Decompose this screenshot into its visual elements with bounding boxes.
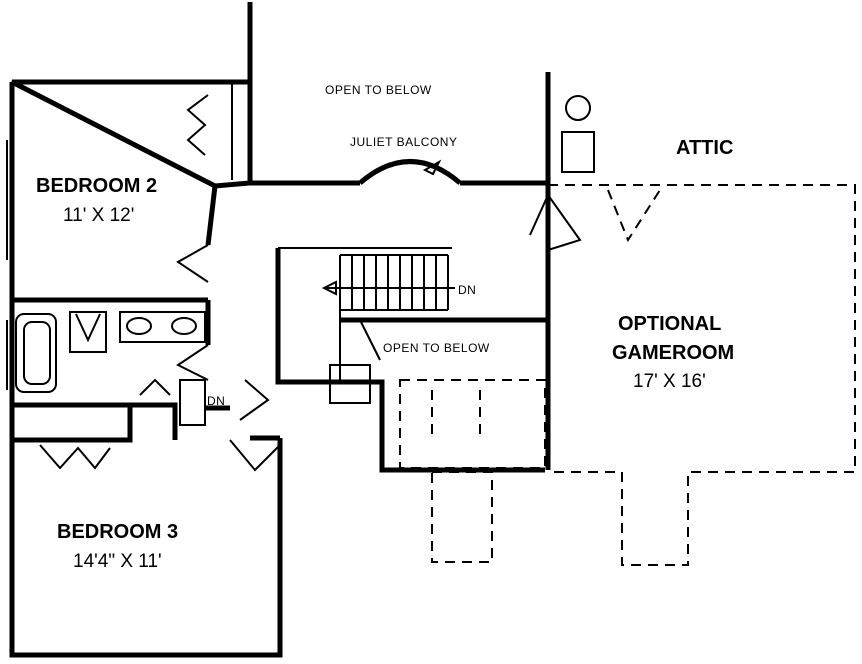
gameroom-name-line1: OPTIONAL: [618, 313, 722, 335]
attic-label: ATTIC: [676, 137, 734, 159]
gameroom-dims: 17' X 16': [633, 371, 706, 392]
bedroom-2-dims: 11' X 12': [63, 205, 135, 226]
bedroom-3-dims: 14'4" X 11': [73, 551, 162, 572]
juliet-balcony: [358, 159, 462, 185]
dashed-areas: [399, 184, 856, 566]
stair-area: [275, 192, 582, 473]
gameroom-name-line2: GAMEROOM: [612, 342, 735, 364]
juliet-balcony-label: JULIET BALCONY: [350, 135, 458, 149]
stair-dn-label: DN: [458, 283, 477, 297]
bedroom-2-walls: [6, 84, 233, 303]
small-stair-dn-label: DN: [207, 394, 226, 408]
open-to-below-stair-label: OPEN TO BELOW: [383, 341, 490, 355]
bedroom-2-name: BEDROOM 2: [36, 175, 158, 197]
bath-fixtures: [6, 300, 211, 443]
attic-symbols: [561, 95, 595, 173]
open-to-below-top-label: OPEN TO BELOW: [325, 83, 432, 97]
bedroom-3-name: BEDROOM 3: [57, 521, 179, 543]
bedroom-3-walls: [39, 378, 281, 472]
